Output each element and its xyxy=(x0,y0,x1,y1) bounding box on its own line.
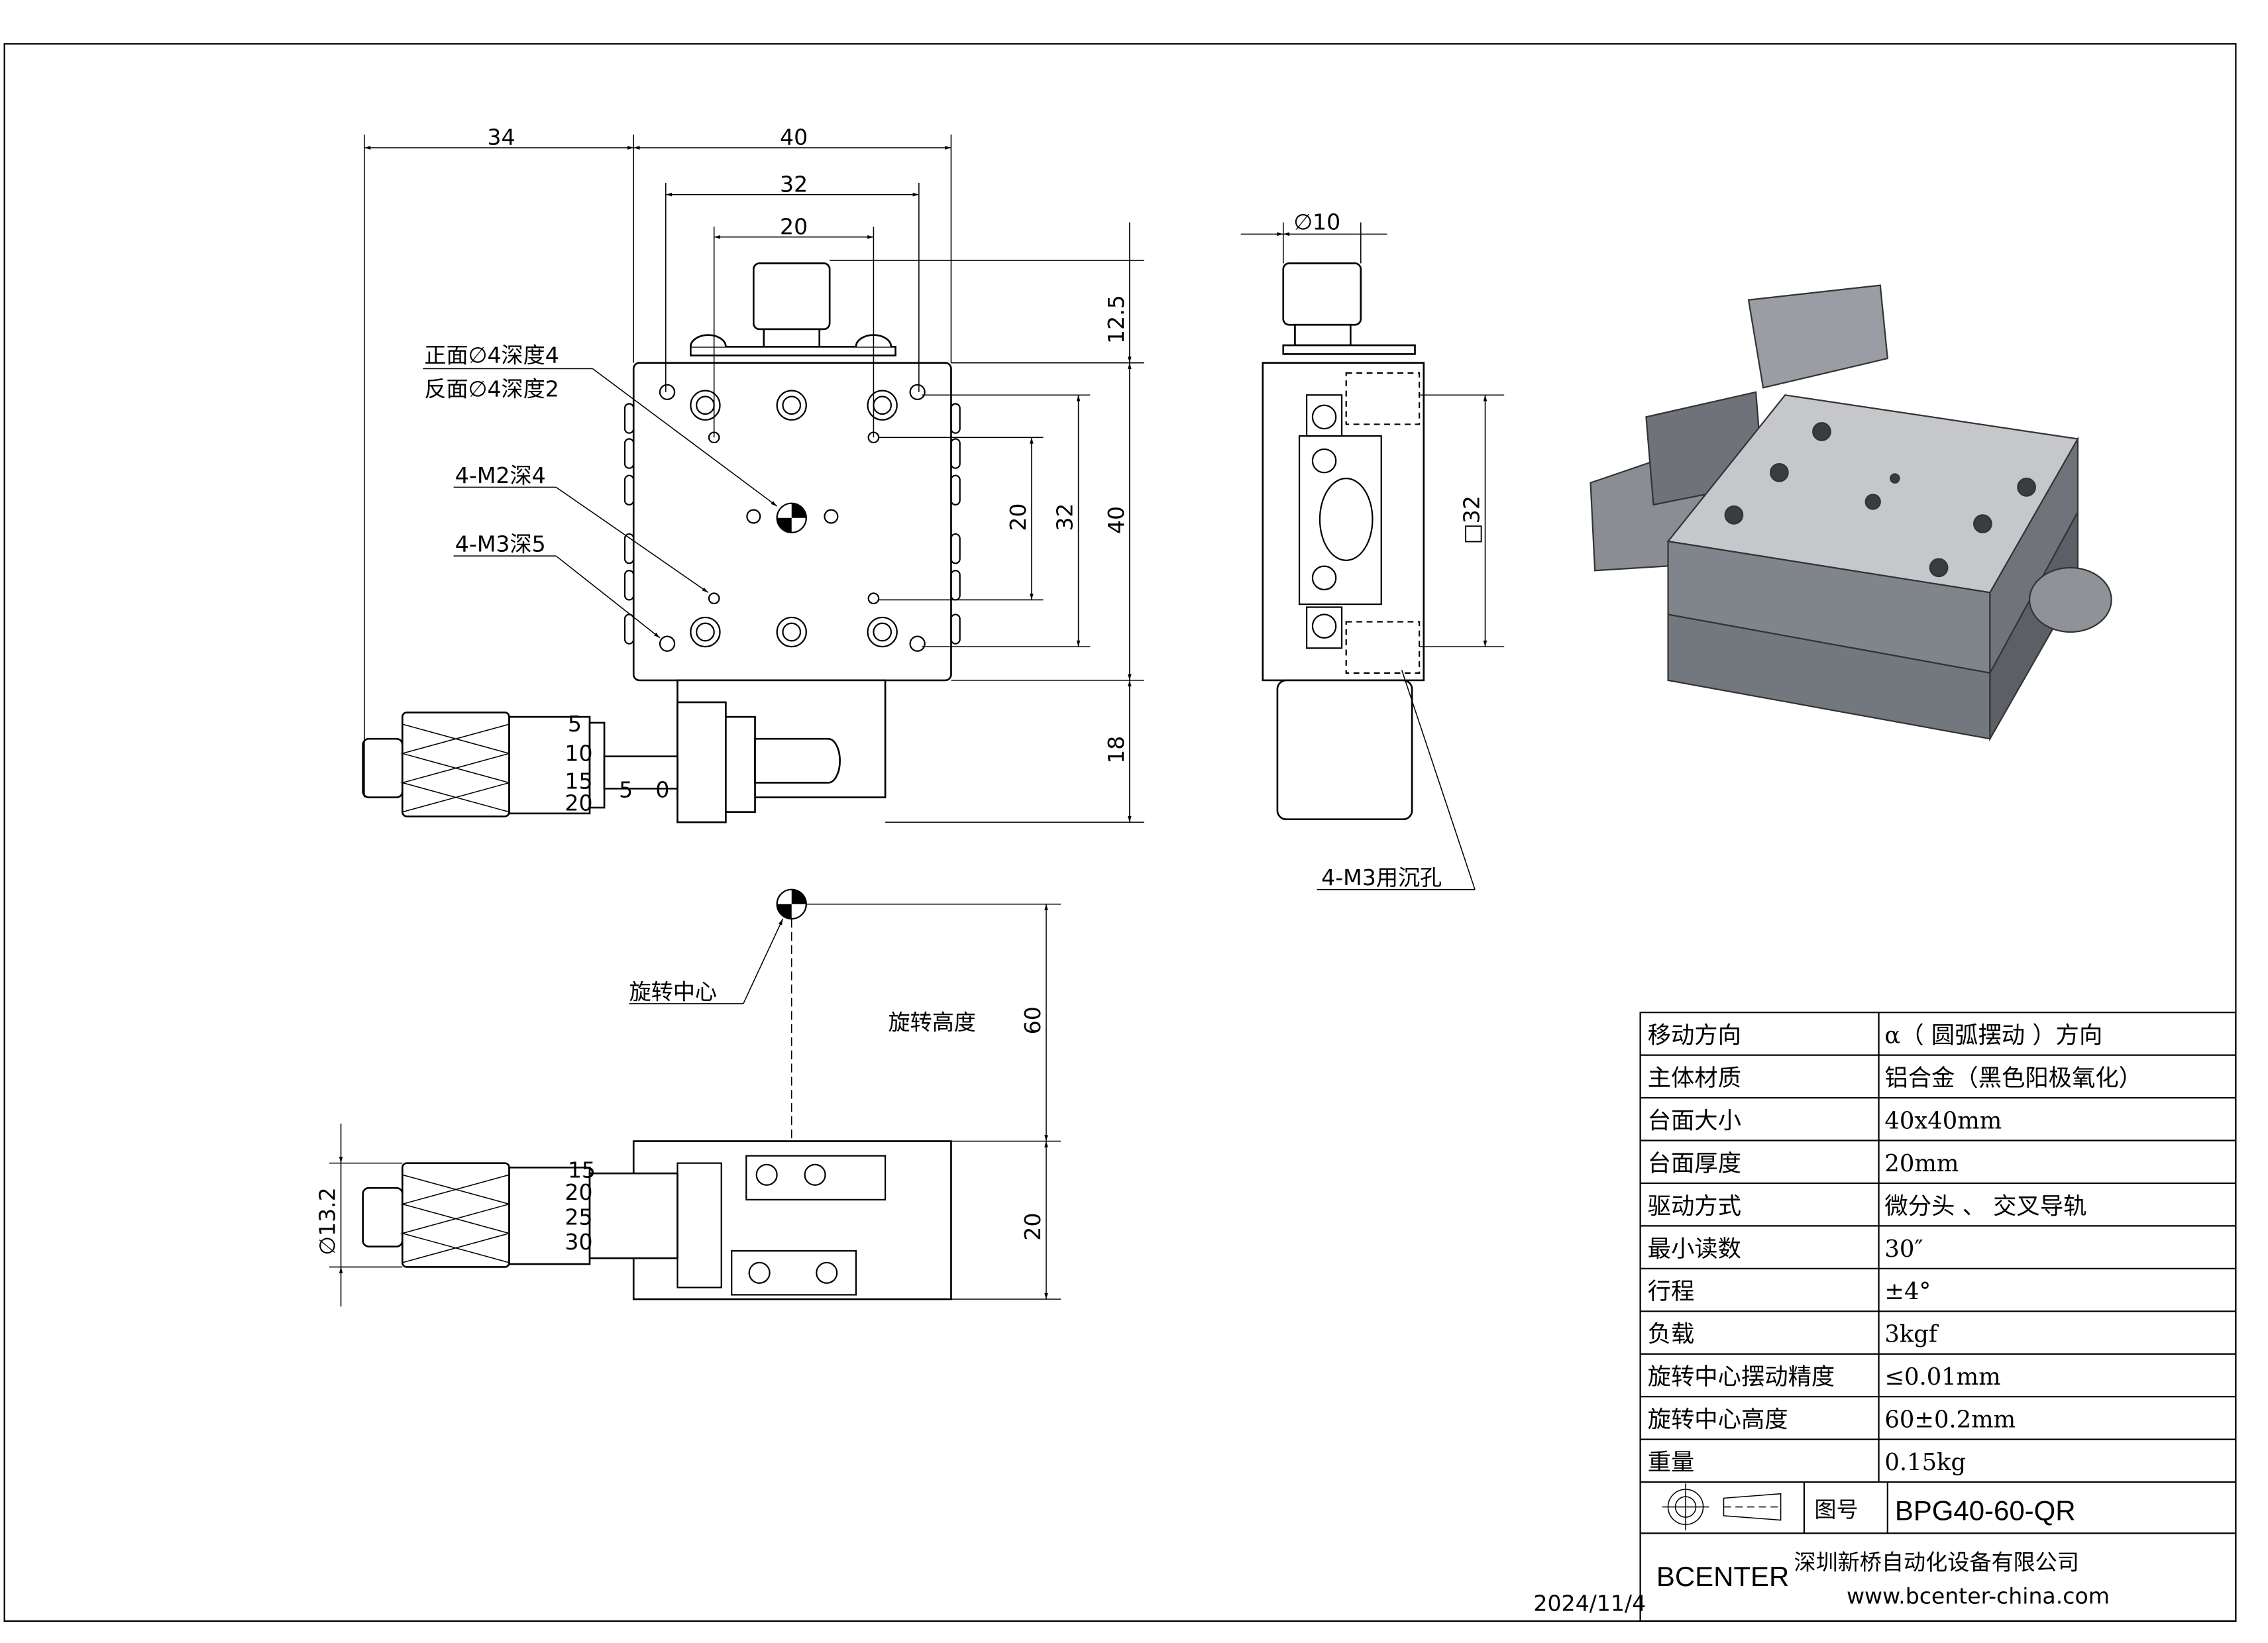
spec-value: 0.15kg xyxy=(1884,1449,1966,1476)
table-row: 旋转中心高度 60±0.2mm xyxy=(1648,1406,2016,1434)
spec-value: 微分头 、 交叉导轨 xyxy=(1884,1192,2086,1220)
spec-value: ±4° xyxy=(1884,1278,1931,1305)
spec-label: 主体材质 xyxy=(1648,1065,1741,1092)
dimensions-top xyxy=(364,134,1144,823)
side-view: ∅10 □32 4-M3用沉孔 xyxy=(1240,209,1505,890)
table-row: 旋转中心摆动精度 ≤0.01mm xyxy=(1648,1363,2001,1391)
dim-20-height: 20 xyxy=(1005,503,1031,531)
drawing-number: BPG40-60-QR xyxy=(1895,1495,2076,1526)
bottom-bracket xyxy=(676,679,887,823)
scale-label: 15 xyxy=(565,768,592,794)
company-name: 深圳新桥自动化设备有限公司 xyxy=(1794,1550,2079,1575)
scale-label: 25 xyxy=(565,1204,592,1230)
dim-32-width: 32 xyxy=(780,171,808,197)
spec-value: ≤0.01mm xyxy=(1884,1363,2000,1391)
dim-diameter-10: ∅10 xyxy=(1293,209,1340,235)
scale-label: 20 xyxy=(565,790,592,816)
sheet-border xyxy=(3,43,2237,1622)
table-row: 最小读数 30″ xyxy=(1648,1236,1923,1263)
scale-label: 15 xyxy=(568,1157,596,1183)
leader-lines xyxy=(423,368,778,639)
table-row: 台面大小 40x40mm xyxy=(1648,1107,2002,1134)
stage-plate xyxy=(632,362,952,682)
rotation-center-symbol xyxy=(776,888,807,920)
scale-label: 30 xyxy=(565,1229,592,1255)
projection-symbol-icon xyxy=(1662,1483,1782,1530)
spec-label: 旋转中心摆动精度 xyxy=(1648,1363,1835,1391)
dim-square-32: □32 xyxy=(1459,496,1485,544)
spec-label: 旋转中心高度 xyxy=(1648,1406,1788,1434)
table-row: 驱动方式 微分头 、 交叉导轨 xyxy=(1648,1192,2087,1220)
scale-label: 20 xyxy=(565,1179,592,1205)
dim-34: 34 xyxy=(487,125,515,150)
dim-18: 18 xyxy=(1103,736,1129,764)
company-website: www.bcenter-china.com xyxy=(1847,1583,2110,1609)
drawing-date: 2024/11/4 xyxy=(1533,1590,1646,1616)
spec-value: 40x40mm xyxy=(1884,1107,2002,1134)
table-row: 重量 0.15kg xyxy=(1648,1449,1966,1476)
table-row: 移动方向 α（ 圆弧摆动 ）方向 xyxy=(1648,1022,2103,1049)
scale-label: 0 xyxy=(655,777,669,803)
spec-label: 重量 xyxy=(1648,1449,1695,1476)
table-row: 台面厚度 20mm xyxy=(1648,1150,1959,1177)
spec-label: 负载 xyxy=(1648,1321,1695,1348)
dim-20: 20 xyxy=(1020,1213,1046,1241)
note-back-hole: 反面∅4深度2 xyxy=(424,376,559,401)
note-m2-holes: 4-M2深4 xyxy=(455,462,546,488)
spec-label: 移动方向 xyxy=(1648,1022,1741,1049)
spec-value: 3kgf xyxy=(1884,1321,1939,1348)
brand-name: BCENTER xyxy=(1656,1561,1789,1592)
spec-label: 台面大小 xyxy=(1648,1107,1741,1134)
rotation-center-symbol xyxy=(776,502,807,533)
dim-32-height: 32 xyxy=(1052,503,1078,531)
note-m3-holes: 4-M3深5 xyxy=(455,531,546,557)
dim-20-width: 20 xyxy=(780,213,808,239)
label-rotation-height: 旋转高度 xyxy=(888,1010,975,1035)
spec-label: 台面厚度 xyxy=(1648,1150,1741,1177)
spec-value: 60±0.2mm xyxy=(1884,1406,2016,1434)
top-view: 5 10 15 20 5 0 34 40 32 20 12. xyxy=(362,125,1144,823)
spec-label: 行程 xyxy=(1648,1278,1695,1305)
spec-label: 驱动方式 xyxy=(1648,1192,1741,1220)
label-rotation-center: 旋转中心 xyxy=(629,979,717,1004)
dim-diameter-13-2: ∅13.2 xyxy=(315,1187,341,1255)
dim-60: 60 xyxy=(1020,1006,1046,1034)
spec-value: 20mm xyxy=(1884,1150,1959,1177)
scale-label: 10 xyxy=(565,740,592,766)
top-knob xyxy=(690,262,896,356)
spec-value: 30″ xyxy=(1884,1236,1923,1263)
scale-label: 5 xyxy=(619,777,633,803)
drawing-number-label: 图号 xyxy=(1814,1497,1858,1522)
spec-value: 铝合金（黑色阳极氧化） xyxy=(1884,1065,2142,1092)
front-view: 15 20 25 30 旋转中心 旋转高度 60 20 ∅13.2 xyxy=(315,888,1061,1307)
isometric-render xyxy=(1590,284,2112,742)
dim-40-height: 40 xyxy=(1103,506,1129,534)
table-row: 主体材质 铝合金（黑色阳极氧化） xyxy=(1648,1065,2142,1092)
note-m3-counterbore: 4-M3用沉孔 xyxy=(1321,865,1442,890)
scale-label: 5 xyxy=(568,711,582,737)
spec-label: 最小读数 xyxy=(1648,1236,1741,1263)
table-row: 行程 ±4° xyxy=(1648,1278,1931,1305)
spec-value: α（ 圆弧摆动 ）方向 xyxy=(1884,1022,2102,1049)
note-front-hole: 正面∅4深度4 xyxy=(424,343,559,368)
dim-12-5: 12.5 xyxy=(1103,295,1129,344)
dim-40-width: 40 xyxy=(780,125,808,150)
table-row: 负载 3kgf xyxy=(1648,1321,1939,1348)
micrometer-top: 5 10 15 20 5 0 xyxy=(362,711,678,818)
